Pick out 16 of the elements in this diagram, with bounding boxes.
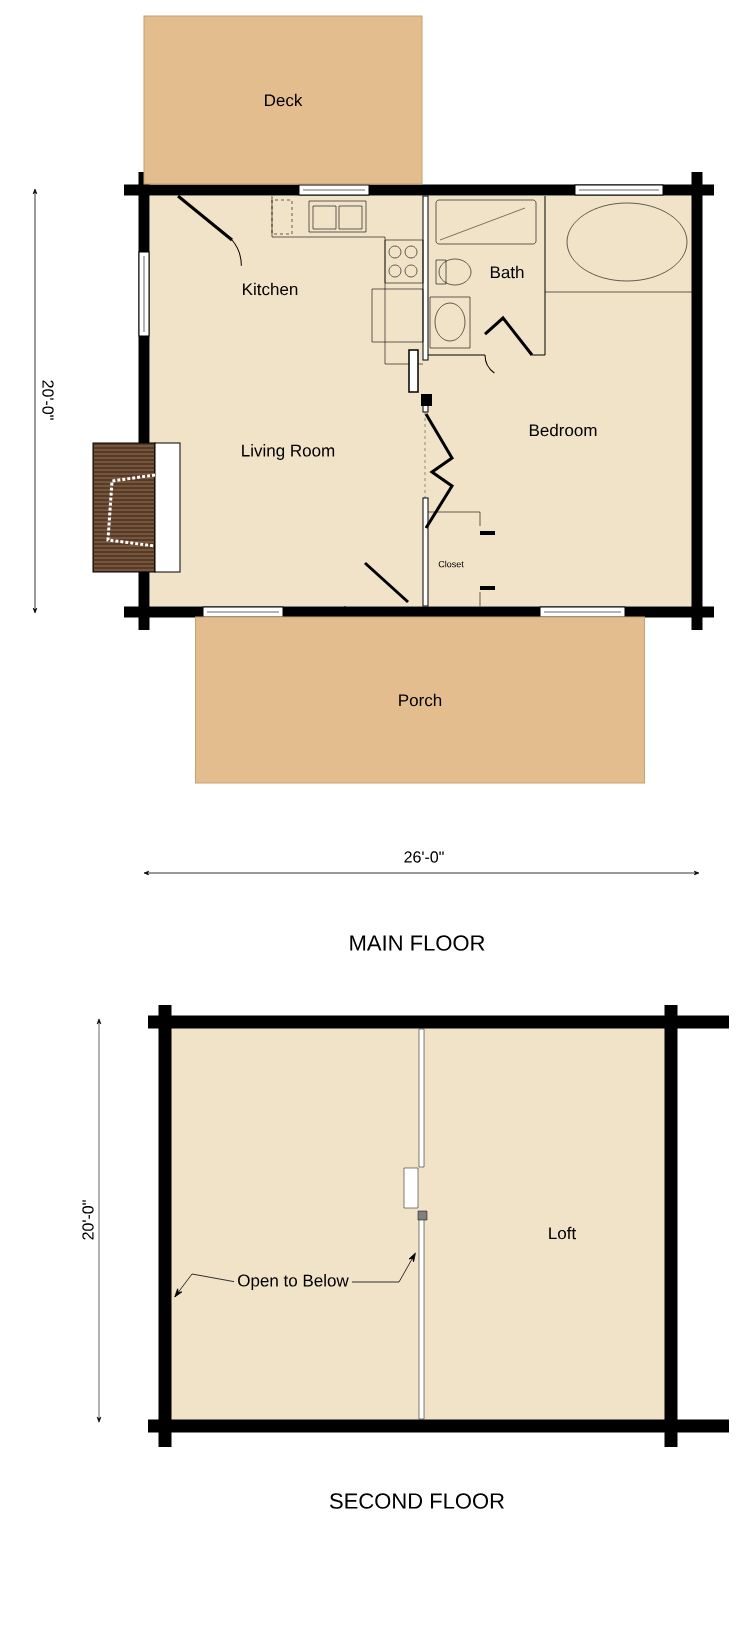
room-label: Closet bbox=[438, 560, 464, 568]
room-label: Open to Below bbox=[238, 1274, 349, 1290]
leader-line bbox=[174, 1273, 235, 1298]
room-label: Loft bbox=[549, 1226, 577, 1240]
dimension-text: 20'-0" bbox=[42, 380, 54, 420]
floor-title: SECOND FLOOR bbox=[330, 1493, 504, 1509]
porch-area: Porch bbox=[195, 616, 645, 784]
room-label: Bath bbox=[490, 265, 524, 279]
room-label: Living Room bbox=[242, 444, 335, 460]
dimension-text: 20'-0" bbox=[82, 1200, 94, 1240]
deck-area: Deck bbox=[143, 15, 423, 185]
floor-title: MAIN FLOOR bbox=[350, 935, 485, 951]
dimension-text: 26'-0" bbox=[404, 851, 444, 863]
leader-line bbox=[351, 1252, 416, 1283]
room-label: Bedroom bbox=[529, 423, 597, 437]
room-label: Kitchen bbox=[243, 282, 298, 296]
